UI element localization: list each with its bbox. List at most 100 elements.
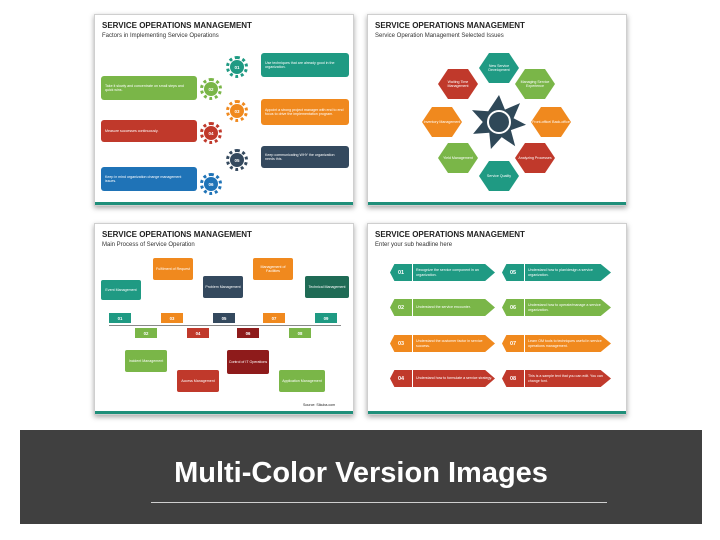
step-badge: 06 <box>237 328 259 338</box>
row-text: Understand the service encounter. <box>416 305 471 310</box>
slide-thumbnail-objectives[interactable]: SERVICE OPERATIONS MANAGEMENT Enter your… <box>367 223 627 415</box>
step-badge: 03 <box>161 313 183 323</box>
slide-subtitle: Enter your sub headline here <box>375 242 453 248</box>
process-label: Control of IT Operations <box>228 359 268 364</box>
gear-icon <box>487 110 511 134</box>
process-label: Management of Facilities <box>260 264 286 273</box>
row-number: 02 <box>390 299 412 316</box>
issue-label: Front-office/ Back-office <box>532 119 570 124</box>
step-badge: 02 <box>204 82 218 96</box>
row-text-box: Understand how to formulate a service st… <box>413 370 495 387</box>
gear-icon <box>200 173 222 195</box>
slide-title: SERVICE OPERATIONS MANAGEMENT <box>375 21 525 30</box>
process-label: Incident Management <box>128 358 164 363</box>
row-text-box: Understand the customer factor in servic… <box>413 335 495 352</box>
row-number: 03 <box>390 335 412 352</box>
row-number: 06 <box>502 299 524 316</box>
row-text: This is a sample text that you can edit.… <box>528 374 603 383</box>
issue-label: Service Quality <box>486 173 512 178</box>
issue-hexagon: Inventory Management <box>422 107 462 137</box>
factor-card: Use techniques that are already good in … <box>261 53 349 77</box>
process-label: Access Management <box>181 378 215 383</box>
factor-card: Appoint a strong project manager with en… <box>261 99 349 125</box>
process-box: Incident Management <box>125 350 167 372</box>
slide-thumbnail-factors[interactable]: SERVICE OPERATIONS MANAGEMENT Factors in… <box>94 14 354 206</box>
factor-card: Keep in mind organization change managem… <box>101 167 197 191</box>
row-number: 05 <box>502 264 524 281</box>
process-box: Access Management <box>177 370 219 392</box>
slide-title: SERVICE OPERATIONS MANAGEMENT <box>375 230 525 239</box>
process-box: Control of IT Operations <box>227 350 269 374</box>
slide-subtitle: Service Operation Management Selected Is… <box>375 33 504 39</box>
row-text: Understand how to operate/manage a servi… <box>528 303 601 312</box>
factor-card: Measure successes continuously. <box>101 120 197 142</box>
row-text-box: Understand how to operate/manage a servi… <box>525 299 611 316</box>
row-text-box: Recognize the service component in an or… <box>413 264 495 281</box>
gear-icon <box>226 149 248 171</box>
issue-hexagon: Analyzing Processes <box>515 143 555 173</box>
step-badge: 07 <box>263 313 285 323</box>
step-badge: 09 <box>315 313 337 323</box>
row-text-box: Understand how to plan/design a service … <box>525 264 611 281</box>
factor-text: Take it slowly and concentrate on small … <box>105 83 184 92</box>
divider <box>151 502 607 503</box>
issue-hexagon: Service Quality <box>479 161 519 191</box>
process-label: Technical Management <box>308 284 346 289</box>
row-number: 07 <box>502 335 524 352</box>
slide-title: SERVICE OPERATIONS MANAGEMENT <box>102 21 252 30</box>
issue-label: Waiting Time Management <box>447 79 469 88</box>
issue-label: Yield Management <box>443 155 473 160</box>
issue-label: Inventory Management <box>423 119 461 124</box>
factor-card: Keep communicating WHY the organization … <box>261 146 349 168</box>
process-box: Management of Facilities <box>253 258 293 280</box>
step-badge: 08 <box>289 328 311 338</box>
slide-thumbnail-selected-issues[interactable]: SERVICE OPERATIONS MANAGEMENT Service Op… <box>367 14 627 206</box>
slide-subtitle: Main Process of Service Operation <box>102 242 195 248</box>
step-badge: 02 <box>135 328 157 338</box>
row-number: 01 <box>390 264 412 281</box>
row-text-box: Understand the service encounter. <box>413 299 495 316</box>
process-box: Technical Management <box>305 276 349 298</box>
issue-hexagon: Managing Service Experience <box>515 69 555 99</box>
row-text: Recognize the service component in an or… <box>416 268 479 277</box>
step-badge: 05 <box>213 313 235 323</box>
factor-text: Keep communicating WHY the organization … <box>265 152 335 161</box>
row-text: Understand the customer factor in servic… <box>416 339 483 348</box>
issue-hexagon: New Service Development <box>479 53 519 83</box>
source-note: Source: Sikuba.com <box>303 403 336 407</box>
gear-icon <box>226 56 248 78</box>
step-badge: 06 <box>204 177 218 191</box>
process-box: Fulfilment of Request <box>153 258 193 280</box>
step-badge: 03 <box>230 104 244 118</box>
gear-icon <box>200 78 222 100</box>
process-label: Problem Management <box>205 284 241 289</box>
slide-subtitle: Factors in Implementing Service Operatio… <box>102 33 219 39</box>
issue-label: Analyzing Processes <box>518 155 552 160</box>
issue-label: Managing Service Experience <box>520 79 550 88</box>
step-badge: 04 <box>187 328 209 338</box>
banner-title: Multi-Color Version Images <box>174 457 548 489</box>
factor-text: Appoint a strong project manager with en… <box>265 107 344 116</box>
process-label: Application Management <box>282 378 322 383</box>
row-text-box: Learn OM tools to techniques useful in s… <box>525 335 611 352</box>
slide-thumbnail-main-process[interactable]: SERVICE OPERATIONS MANAGEMENT Main Proce… <box>94 223 354 415</box>
slide-title: SERVICE OPERATIONS MANAGEMENT <box>102 230 252 239</box>
process-box: Event Management <box>101 280 141 300</box>
issue-hexagon: Yield Management <box>438 143 478 173</box>
row-number: 04 <box>390 370 412 387</box>
step-badge: 04 <box>204 126 218 140</box>
row-number: 08 <box>502 370 524 387</box>
factor-text: Use techniques that are already good in … <box>265 60 335 69</box>
step-badge: 01 <box>230 60 244 74</box>
issue-hexagon: Waiting Time Management <box>438 69 478 99</box>
issue-label: New Service Development <box>488 63 510 72</box>
process-line <box>109 325 341 326</box>
process-label: Event Management <box>105 287 137 292</box>
factor-card: Take it slowly and concentrate on small … <box>101 76 197 100</box>
row-text-box: This is a sample text that you can edit.… <box>525 370 611 387</box>
row-text: Understand how to formulate a service st… <box>416 376 493 381</box>
step-badge: 05 <box>230 153 244 167</box>
gear-icon <box>200 122 222 144</box>
gear-icon <box>226 100 248 122</box>
issue-hexagon: Front-office/ Back-office <box>531 107 571 137</box>
